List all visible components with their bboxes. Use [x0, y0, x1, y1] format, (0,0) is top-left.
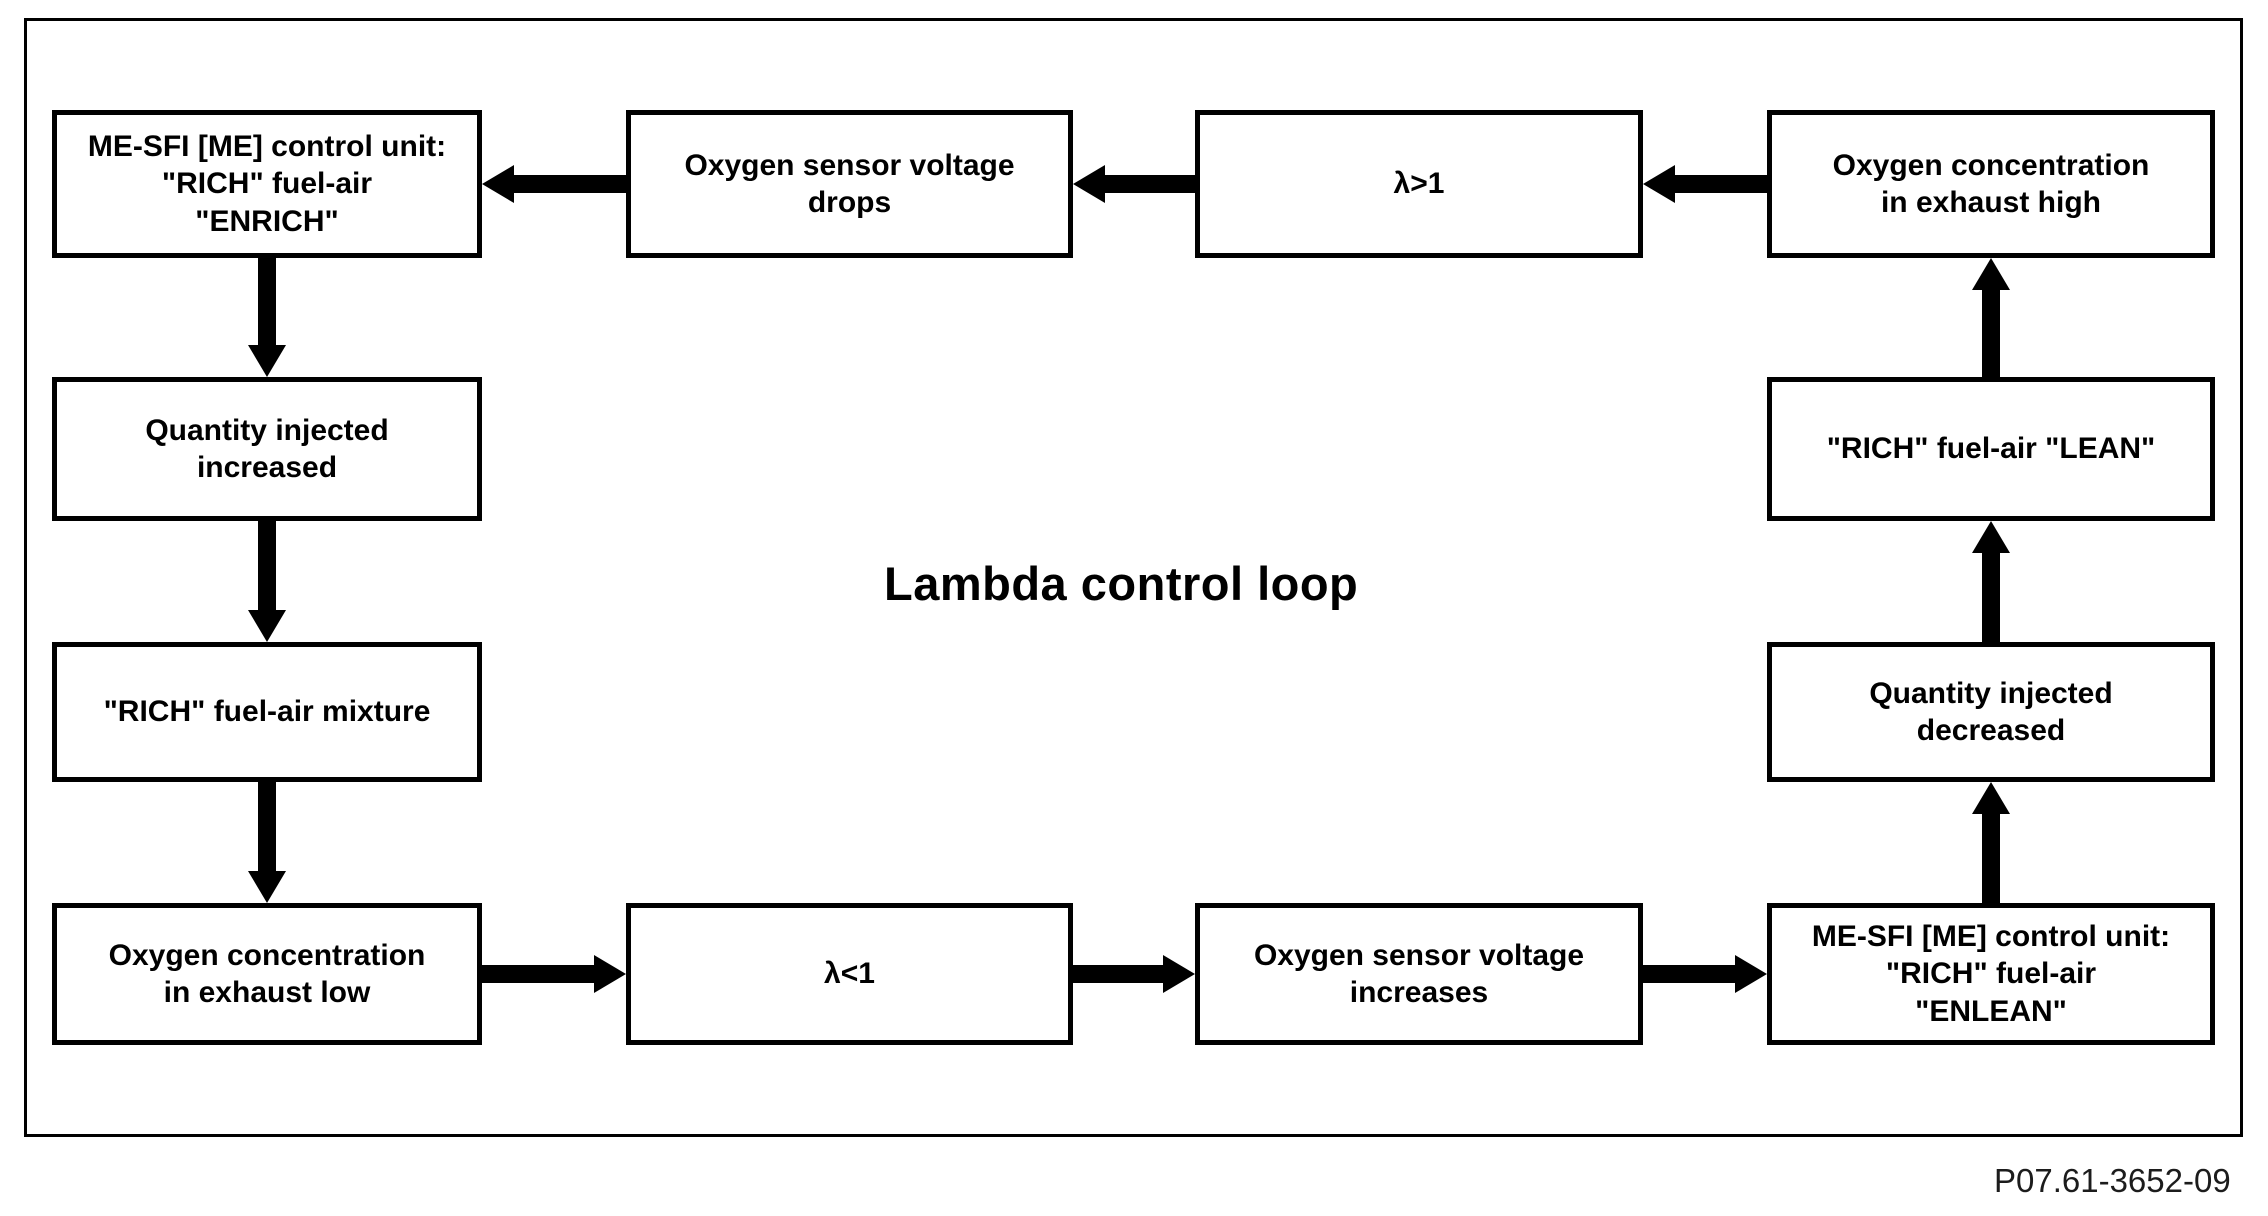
box-quantity-injected-increased: Quantity injected increased	[52, 377, 482, 521]
box-ecu-enlean: ME-SFI [ME] control unit: "RICH" fuel-ai…	[1767, 903, 2215, 1045]
box-rich-fuel-air-mixture: "RICH" fuel-air mixture	[52, 642, 482, 782]
box-rich-fuel-air-lean: "RICH" fuel-air "LEAN"	[1767, 377, 2215, 521]
arrow-voltage-increases-to-ecu-enlean-icon	[1643, 955, 1767, 993]
arrow-lambda-gt1-to-voltage-drops-icon	[1073, 165, 1195, 203]
arrow-ecu-enrich-to-quantity-increased-icon	[248, 258, 286, 377]
box-oxygen-concentration-high: Oxygen concentration in exhaust high	[1767, 110, 2215, 258]
arrow-quantity-increased-to-rich-mixture-icon	[248, 521, 286, 642]
arrow-ecu-enlean-to-quantity-decreased-icon	[1972, 782, 2010, 903]
arrow-o2-low-to-lambda-lt1-icon	[482, 955, 626, 993]
box-oxygen-sensor-voltage-drops: Oxygen sensor voltage drops	[626, 110, 1073, 258]
arrow-rich-mixture-to-o2-low-icon	[248, 782, 286, 903]
diagram-title: Lambda control loop	[884, 557, 1359, 610]
box-lambda-greater-than-1: λ>1	[1195, 110, 1643, 258]
arrow-lambda-lt1-to-voltage-increases-icon	[1073, 955, 1195, 993]
arrow-quantity-decreased-to-rich-lean-icon	[1972, 521, 2010, 642]
box-oxygen-sensor-voltage-increases: Oxygen sensor voltage increases	[1195, 903, 1643, 1045]
arrow-o2-high-to-lambda-gt1-icon	[1643, 165, 1767, 203]
box-ecu-enrich: ME-SFI [ME] control unit: "RICH" fuel-ai…	[52, 110, 482, 258]
box-quantity-injected-decreased: Quantity injected decreased	[1767, 642, 2215, 782]
reference-code: P07.61-3652-09	[1994, 1162, 2231, 1199]
box-lambda-less-than-1: λ<1	[626, 903, 1073, 1045]
box-oxygen-concentration-low: Oxygen concentration in exhaust low	[52, 903, 482, 1045]
arrow-voltage-drops-to-ecu-enrich-icon	[482, 165, 626, 203]
arrow-rich-lean-to-o2-high-icon	[1972, 258, 2010, 377]
